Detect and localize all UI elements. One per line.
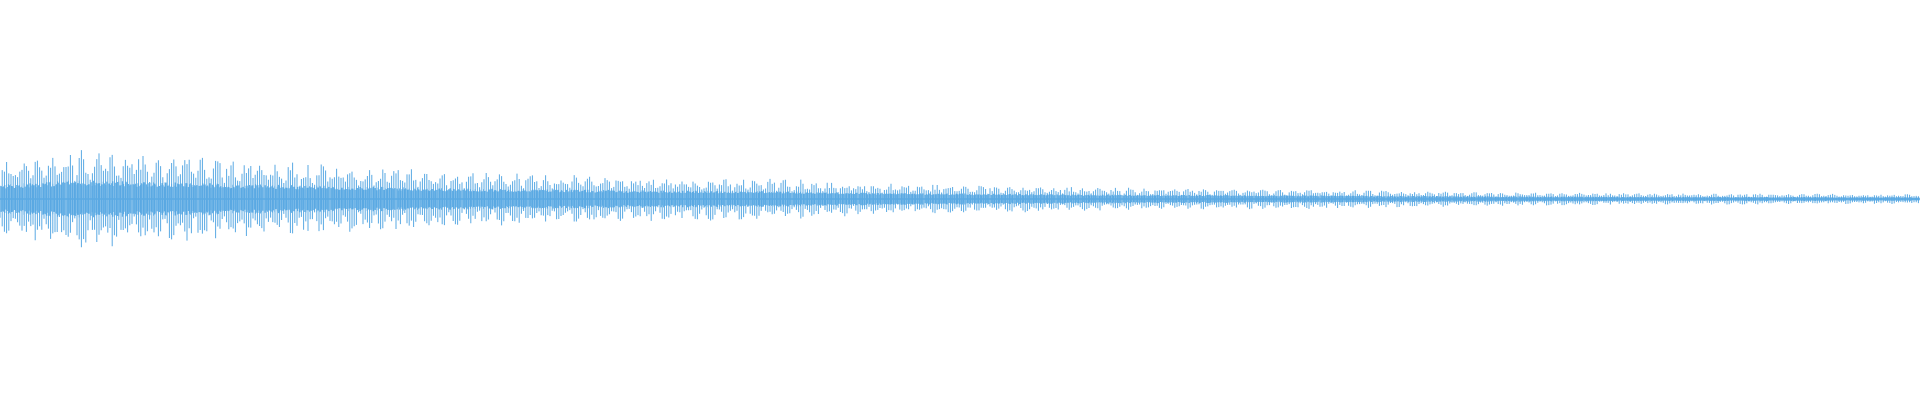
audio-waveform-view[interactable] (0, 0, 1920, 400)
audio-waveform[interactable] (0, 0, 1920, 400)
